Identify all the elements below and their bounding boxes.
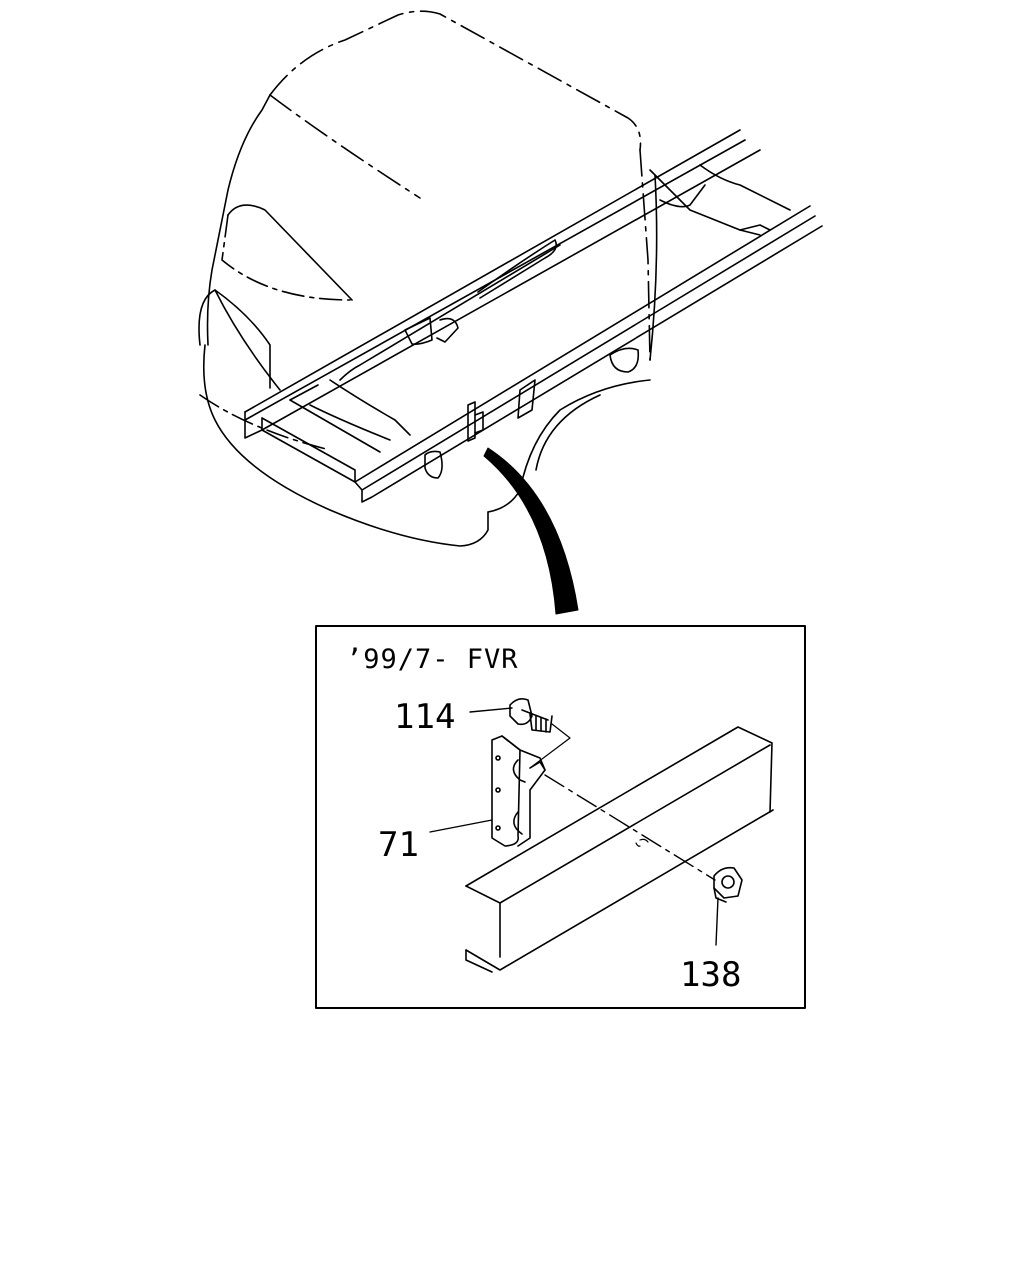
- detail-callout-arrow: [483, 447, 579, 615]
- leader-line-71: [429, 819, 493, 833]
- bracket-part: [491, 735, 546, 847]
- detail-frame-rail: [465, 726, 774, 973]
- callout-label-138: 138: [680, 955, 741, 995]
- leader-line-114: [469, 707, 513, 713]
- callout-label-71: 71: [378, 825, 419, 865]
- nut-part: [713, 866, 743, 903]
- assembly-axis-line: [544, 774, 716, 881]
- detail-box: [315, 625, 806, 1009]
- chassis-frame: [244, 129, 823, 503]
- truck-cab-outline: [198, 10, 658, 547]
- leader-line-138: [715, 897, 719, 946]
- detail-title: ’99/7- FVR: [346, 644, 519, 675]
- bolt-part: [509, 698, 571, 769]
- callout-label-114: 114: [394, 697, 455, 737]
